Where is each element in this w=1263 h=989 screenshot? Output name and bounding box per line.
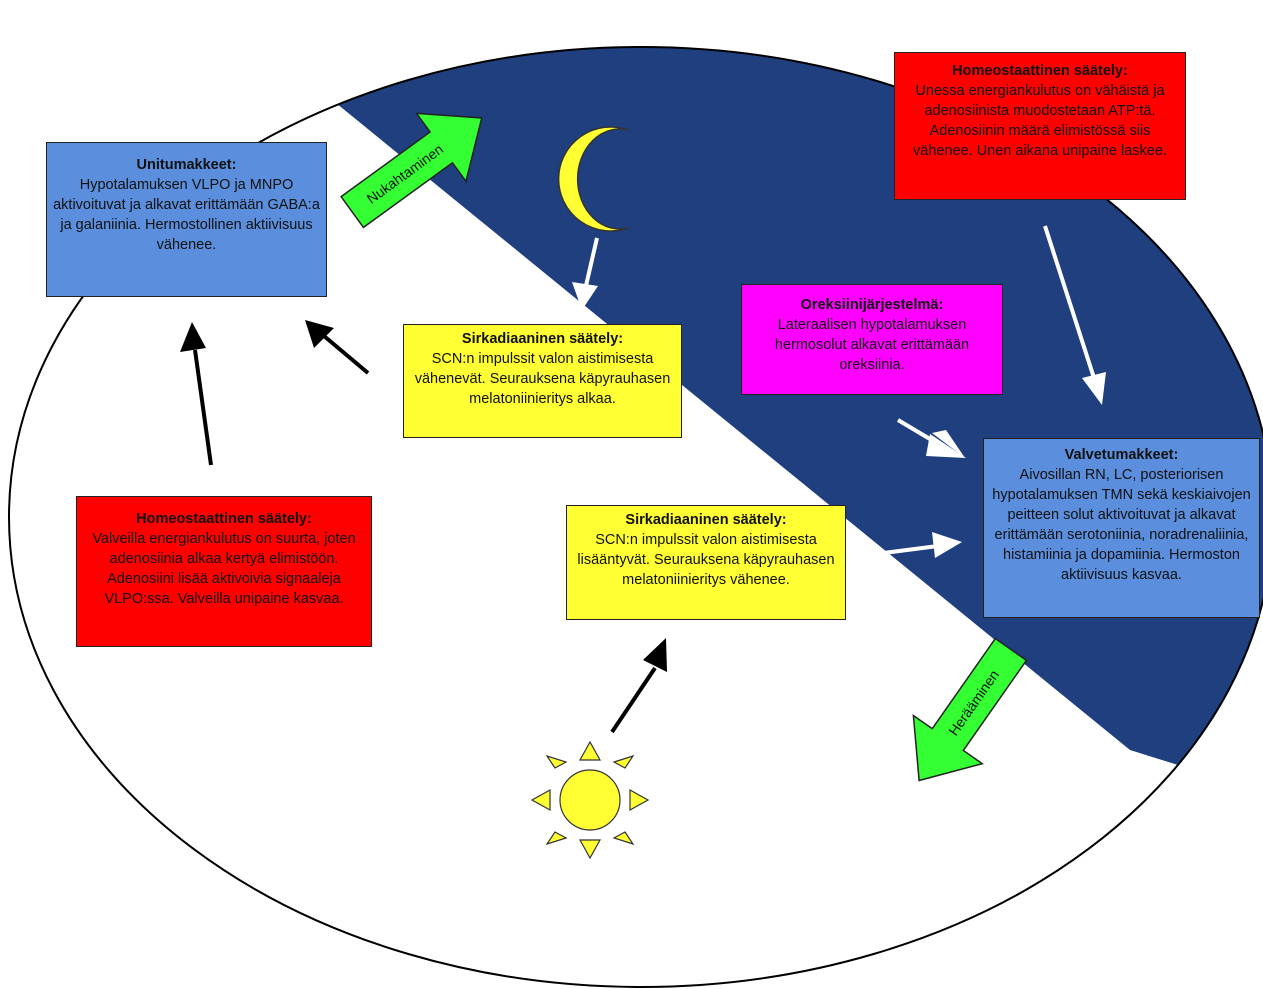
box-title: Unitumakkeet: [136,157,237,173]
white-arrows [572,225,1106,558]
box-title: Sirkadiaaninen säätely: [625,512,787,528]
circadian-night-box: Sirkadiaaninen säätely: SCN:n impulssit … [403,324,682,438]
box-body: Unessa energiankulutus on vähäistä ja ad… [913,83,1167,159]
box-body: Aivosillan RN, LC, posteriorisen hypotal… [992,467,1251,583]
moon-icon [557,126,629,232]
sun-icon [530,740,650,860]
circadian-day-box: Sirkadiaaninen säätely: SCN:n impulssit … [566,505,846,620]
arrow-oreksiini-to-valve [896,418,966,458]
box-title: Sirkadiaaninen säätely: [461,331,624,347]
valvetumakkeet-box: Valvetumakkeet: Aivosillan RN, LC, poste… [983,438,1260,618]
box-body: SCN:n impulssit valon aistimisesta lisää… [577,532,835,588]
arrow-sun-to-circadian [610,638,667,734]
arrow-homeostatic-to-valve [1043,225,1106,405]
box-title: Homeostaattinen säätely: [136,511,312,527]
unitumakkeet-box: Unitumakkeet: Hypotalamuksen VLPO ja MNP… [46,142,327,297]
falling-asleep-arrow: Nukahtaminen [340,112,483,229]
cycle-ellipse [8,46,1263,988]
box-body: Hypotalamuksen VLPO ja MNPO aktivoituvat… [53,177,320,253]
box-body: Valveilla energiankulutus on suurta, jot… [92,531,356,607]
oreksiini-box: Oreksiinijärjestelmä: Lateraalisen hypot… [741,284,1003,395]
homeostatic-day-box: Homeostaattinen säätely: Valveilla energ… [76,496,372,647]
arrow-moon-to-circadian [572,237,599,310]
arrow-circadian-to-valve [867,532,962,558]
box-title: Valvetumakkeet: [1064,447,1179,463]
box-body: SCN:n impulssit valon aistimisesta vähen… [414,351,671,407]
arrow-homeostatic-to-sleep [180,322,213,466]
box-title: Homeostaattinen säätely: [952,63,1128,79]
box-body: Lateraalisen hypotalamuksen hermosolut a… [774,317,970,373]
black-arrows [180,320,667,734]
arrow-circadian-to-sleep [305,320,370,375]
homeostatic-night-box: Homeostaattinen säätely: Unessa energian… [894,52,1186,200]
box-title: Oreksiinijärjestelmä: [800,297,944,313]
